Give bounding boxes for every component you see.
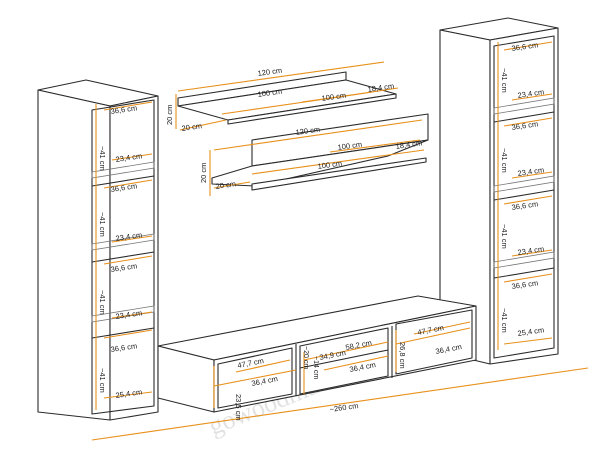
left-width-3: 36,6 cm: [110, 261, 138, 274]
left-glass-1: 23,4 cm: [115, 151, 143, 164]
left-height-2: ~41 cm: [98, 212, 107, 237]
left-width-4: 36,6 cm: [110, 341, 138, 354]
bottom-shelf: [209, 113, 429, 196]
right-glass-2: 23,4 cm: [517, 165, 545, 178]
bottom-shelf-length-label: 120 cm: [295, 125, 321, 137]
top-shelf-depth-label: 18,4 cm: [367, 81, 395, 94]
top-shelf: [175, 61, 399, 131]
right-glass-3: 23,4 cm: [517, 244, 545, 257]
top-shelf-length-label: 120 cm: [257, 66, 283, 78]
top-shelf-inner-label: 100 cm: [257, 87, 283, 99]
right-glass-1: 23,4 cm: [517, 87, 545, 100]
tv-stand: [91, 295, 589, 441]
right-glass-4: 25,4 cm: [517, 325, 545, 338]
tv-right-height: 26,8 cm: [398, 342, 407, 369]
tv-mid-h2: ~14 cm: [312, 356, 319, 379]
right-height-4: ~41 cm: [500, 308, 509, 333]
right-height-3: ~41 cm: [500, 224, 509, 249]
left-cabinet-opening: [91, 99, 155, 415]
right-height-2: ~41 cm: [500, 148, 509, 173]
left-height-3: ~41 cm: [98, 290, 107, 315]
bottom-shelf-inner2-label: 100 cm: [317, 159, 343, 171]
right-height-1: ~41 cm: [500, 68, 509, 93]
right-width-2: 36,6 cm: [511, 119, 539, 132]
tv-mid-h1: ~20 cm: [302, 346, 309, 369]
bottom-shelf-inner-label: 100 cm: [337, 140, 363, 152]
left-cabinet: [37, 79, 159, 421]
left-width-2: 36,6 cm: [110, 181, 138, 194]
bottom-shelf-depth-label: 18,4 cm: [395, 138, 423, 151]
total-width-label: ~260 cm: [329, 401, 359, 414]
right-cabinet: [439, 17, 559, 365]
left-height-4: ~41 cm: [98, 368, 107, 393]
bottom-shelf-side-label: 20 cm: [215, 179, 236, 191]
left-height-1: ~41 cm: [98, 146, 107, 171]
bottom-shelf-front: [251, 157, 427, 191]
top-shelf-front: [227, 93, 397, 125]
top-shelf-height-label: 20 cm: [165, 105, 174, 125]
right-cabinet-opening: [493, 35, 555, 359]
left-width-1: 36,6 cm: [110, 103, 138, 116]
tv-left-height: 23,5 cm: [234, 394, 243, 421]
top-shelf-side-label: 20 cm: [181, 121, 202, 133]
left-glass-2: 23,4 cm: [115, 230, 143, 243]
tv-stand-left-niche: [217, 347, 293, 409]
top-shelf-inner2-label: 100 cm: [321, 91, 347, 103]
right-width-3: 36,6 cm: [511, 199, 539, 212]
right-width-4: 36,6 cm: [511, 278, 539, 291]
tv-stand-mid-niche: [299, 327, 389, 395]
left-glass-4: 25,4 cm: [115, 387, 143, 400]
bottom-shelf-board: [211, 139, 429, 187]
left-glass-3: 23,4 cm: [115, 308, 143, 321]
bottom-shelf-height-label: 20 cm: [199, 163, 208, 183]
right-width-1: 36,6 cm: [511, 40, 539, 53]
